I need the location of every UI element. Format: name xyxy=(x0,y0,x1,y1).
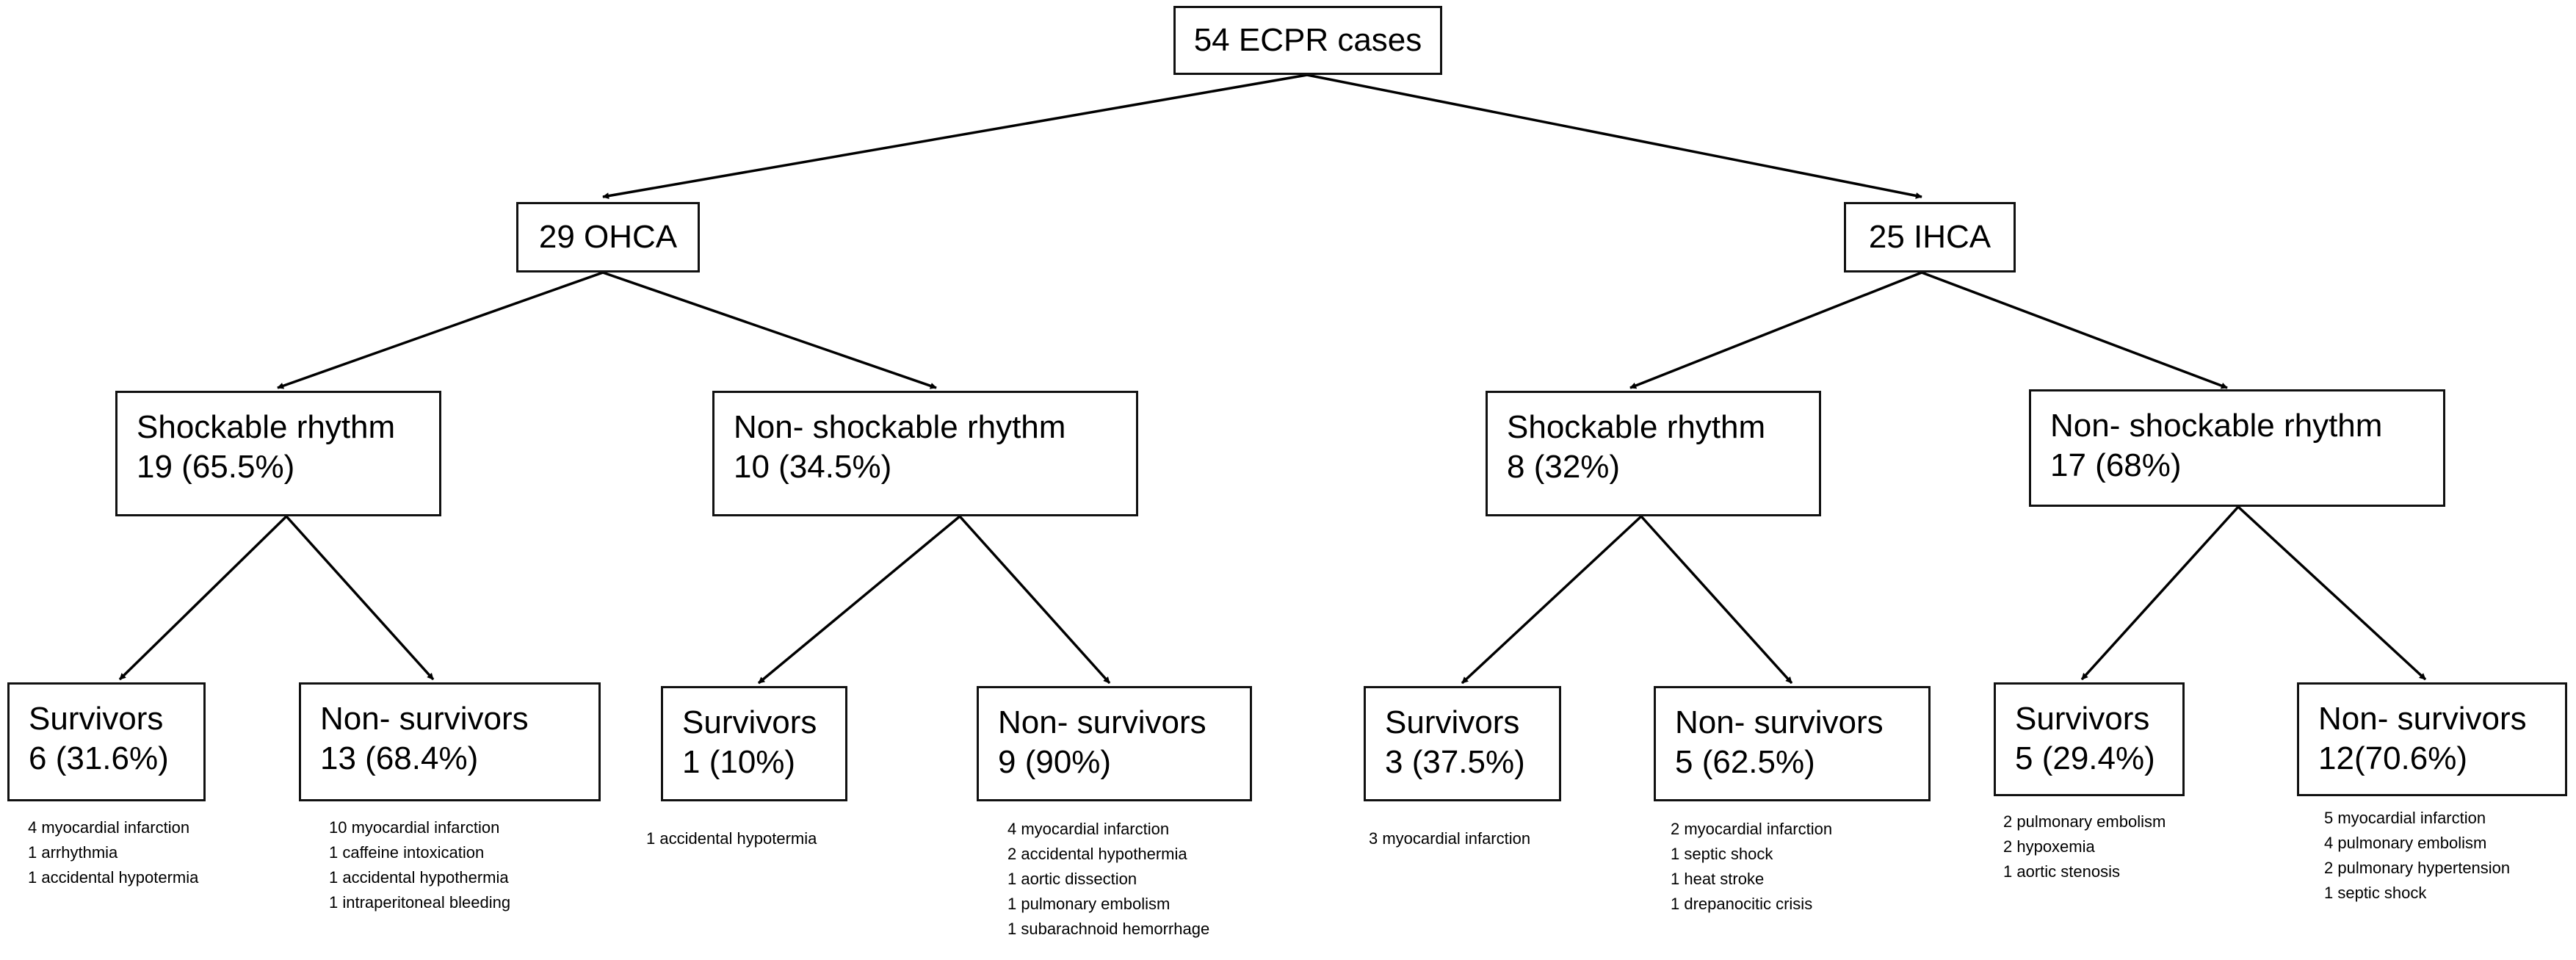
cause-line: 2 hypoxemia xyxy=(2003,837,2095,856)
leaf-ohca-shock-nonsurvivors-causes: 10 myocardial infarction 1 caffeine into… xyxy=(329,815,510,915)
node-ihca-shockable-title: Shockable rhythm xyxy=(1507,409,1766,445)
leaf-title: Non- survivors xyxy=(998,704,1206,740)
leaf-count: 3 (37.5%) xyxy=(1385,743,1525,780)
node-ihca-shockable-count: 8 (32%) xyxy=(1507,448,1621,485)
edge-ohca-nonshock xyxy=(602,271,937,389)
edge-ohca-nonshock-nonsurvivors xyxy=(958,515,1111,685)
leaf-title: Non- survivors xyxy=(2318,701,2527,737)
cause-line: 2 myocardial infarction xyxy=(1671,820,1833,838)
edge-ohca-shock-survivors xyxy=(118,515,288,681)
leaf-ihca-shock-survivors-causes: 3 myocardial infarction xyxy=(1369,826,1530,851)
leaf-title: Survivors xyxy=(682,704,817,740)
cause-line: 1 arrhythmia xyxy=(28,843,118,862)
leaf-count: 13 (68.4%) xyxy=(320,740,479,776)
leaf-ohca-nonshock-survivors-causes: 1 accidental hypotermia xyxy=(646,826,817,851)
leaf-title: Non- survivors xyxy=(1675,704,1884,740)
cause-line: 1 intraperitoneal bleeding xyxy=(329,893,511,912)
leaf-ohca-shock-survivors: Survivors 6 (31.6%) xyxy=(7,682,206,801)
cause-line: 1 subarachnoid hemorrhage xyxy=(1007,920,1210,939)
node-ohca-nonshockable: Non- shockable rhythm 10 (34.5%) xyxy=(712,391,1138,516)
node-ihca-nonshockable-count: 17 (68%) xyxy=(2050,447,2182,483)
leaf-count: 6 (31.6%) xyxy=(29,740,169,776)
edge-ihca-nonshock-nonsurvivors xyxy=(2237,505,2427,681)
node-ohca-label: 29 OHCA xyxy=(538,219,678,256)
cause-line: 1 accidental hypothermia xyxy=(329,868,509,887)
leaf-count: 5 (29.4%) xyxy=(2015,740,2155,776)
cause-line: 4 pulmonary embolism xyxy=(2324,834,2487,853)
cause-line: 5 myocardial infarction xyxy=(2324,809,2486,827)
leaf-ohca-nonshock-survivors: Survivors 1 (10%) xyxy=(661,686,847,801)
node-ihca-shockable: Shockable rhythm 8 (32%) xyxy=(1486,391,1821,516)
leaf-ihca-nonshock-survivors: Survivors 5 (29.4%) xyxy=(1994,682,2185,796)
leaf-ihca-shock-survivors: Survivors 3 (37.5%) xyxy=(1364,686,1561,801)
cause-line: 1 accidental hypotermia xyxy=(28,868,199,887)
leaf-ihca-nonshock-nonsurvivors-causes: 5 myocardial infarction 4 pulmonary embo… xyxy=(2324,806,2510,906)
cause-line: 4 myocardial infarction xyxy=(1007,820,1170,838)
leaf-ihca-nonshock-survivors-causes: 2 pulmonary embolism 2 hypoxemia 1 aorti… xyxy=(2003,809,2166,884)
leaf-ohca-nonshock-nonsurvivors: Non- survivors 9 (90%) xyxy=(977,686,1252,801)
leaf-ohca-shock-nonsurvivors: Non- survivors 13 (68.4%) xyxy=(299,682,601,801)
leaf-title: Survivors xyxy=(1385,704,1520,740)
cause-line: 1 septic shock xyxy=(2324,884,2427,903)
node-ihca-nonshockable: Non- shockable rhythm 17 (68%) xyxy=(2029,389,2445,507)
node-ohca-shockable-title: Shockable rhythm xyxy=(137,409,396,445)
leaf-count: 12(70.6%) xyxy=(2318,740,2468,776)
leaf-ihca-nonshock-nonsurvivors: Non- survivors 12(70.6%) xyxy=(2297,682,2567,796)
leaf-ihca-shock-nonsurvivors-causes: 2 myocardial infarction 1 septic shock 1… xyxy=(1671,817,1832,917)
edge-root-ihca xyxy=(1306,73,1922,199)
edge-ohca-shock-nonsurvivors xyxy=(285,515,435,681)
edge-ohca-shock xyxy=(277,271,604,389)
leaf-count: 1 (10%) xyxy=(682,743,796,780)
cause-line: 1 heat stroke xyxy=(1671,870,1765,889)
cause-line: 2 accidental hypothermia xyxy=(1007,845,1187,864)
cause-line: 2 pulmonary embolism xyxy=(2003,812,2166,831)
cause-line: 1 septic shock xyxy=(1671,845,1773,864)
leaf-ihca-shock-nonsurvivors: Non- survivors 5 (62.5%) xyxy=(1654,686,1931,801)
node-ihca: 25 IHCA xyxy=(1844,202,2016,273)
leaf-title: Non- survivors xyxy=(320,701,529,737)
node-ihca-nonshockable-title: Non- shockable rhythm xyxy=(2050,408,2383,444)
node-ohca-shockable-count: 19 (65.5%) xyxy=(137,448,295,485)
cause-line: 1 drepanocitic crisis xyxy=(1671,895,1813,914)
edge-root-ohca xyxy=(602,73,1308,200)
leaf-count: 5 (62.5%) xyxy=(1675,743,1815,780)
edge-ihca-nonshock xyxy=(1921,271,2228,389)
edge-ihca-shock-survivors xyxy=(1461,515,1643,685)
edge-ihca-shock-nonsurvivors xyxy=(1640,515,1793,685)
cause-line: 1 caffeine intoxication xyxy=(329,843,485,862)
edge-ihca-shock xyxy=(1629,271,1922,389)
leaf-title: Survivors xyxy=(29,701,164,737)
edge-ohca-nonshock-survivors xyxy=(757,515,961,685)
cause-line: 1 aortic stenosis xyxy=(2003,862,2120,881)
node-root: 54 ECPR cases xyxy=(1173,6,1442,75)
cause-line: 1 aortic dissection xyxy=(1007,870,1137,889)
node-ohca: 29 OHCA xyxy=(516,202,700,273)
cause-line: 4 myocardial infarction xyxy=(28,818,190,837)
cause-line: 2 pulmonary hypertension xyxy=(2324,859,2511,878)
cause-line: 10 myocardial infarction xyxy=(329,818,500,837)
leaf-count: 9 (90%) xyxy=(998,743,1112,780)
node-root-label: 54 ECPR cases xyxy=(1193,22,1422,59)
node-ohca-shockable: Shockable rhythm 19 (65.5%) xyxy=(115,391,441,516)
node-ohca-nonshockable-count: 10 (34.5%) xyxy=(734,448,892,485)
leaf-ohca-nonshock-nonsurvivors-causes: 4 myocardial infarction 2 accidental hyp… xyxy=(1007,817,1209,942)
cause-line: 1 accidental hypotermia xyxy=(646,829,817,848)
leaf-ohca-shock-survivors-causes: 4 myocardial infarction 1 arrhythmia 1 a… xyxy=(28,815,198,890)
node-ihca-label: 25 IHCA xyxy=(1868,219,1991,256)
edge-ihca-nonshock-survivors xyxy=(2080,505,2240,681)
leaf-title: Survivors xyxy=(2015,701,2150,737)
node-ohca-nonshockable-title: Non- shockable rhythm xyxy=(734,409,1066,445)
cause-line: 3 myocardial infarction xyxy=(1369,829,1531,848)
cause-line: 1 pulmonary embolism xyxy=(1007,895,1171,914)
